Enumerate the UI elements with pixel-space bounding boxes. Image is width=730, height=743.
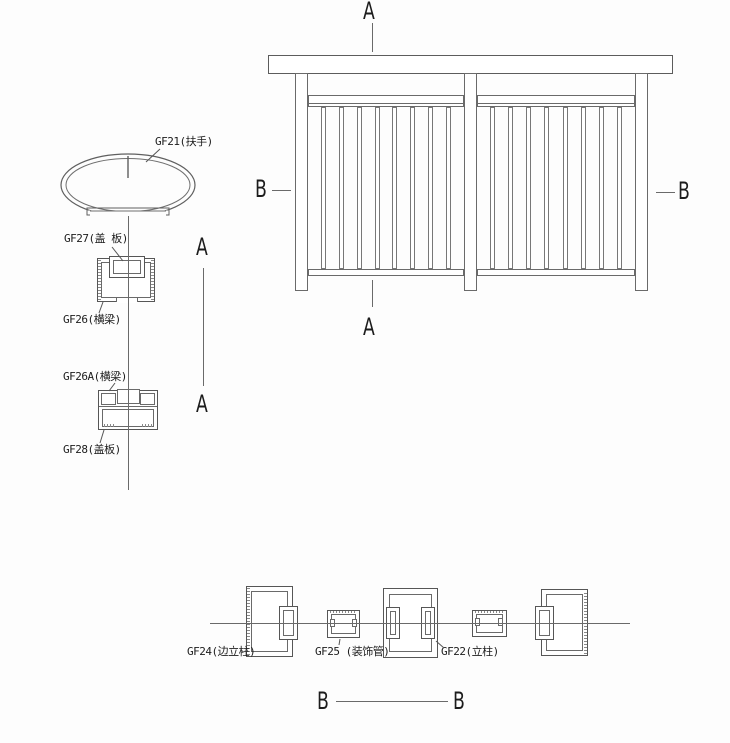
elevation-bottom-beam-left	[308, 269, 464, 276]
label-gf21: GF21(扶手)	[155, 135, 213, 148]
baluster	[428, 107, 434, 269]
section-b-left-dash	[272, 190, 291, 191]
baluster	[562, 107, 568, 269]
profile-a-bottom-letter: A	[196, 390, 208, 418]
plan-centerline	[210, 623, 630, 624]
section-a-top-letter: A	[363, 0, 375, 25]
baluster	[392, 107, 398, 269]
label-gf26: GF26(横梁)	[63, 313, 121, 326]
profile-a-top-letter: A	[196, 233, 208, 261]
baluster	[410, 107, 416, 269]
baluster	[320, 107, 326, 269]
section-b-right-letter: B	[678, 177, 690, 205]
plan-b-right-letter: B	[453, 687, 465, 715]
elevation-upper-beam-right-line	[477, 103, 635, 104]
baluster	[374, 107, 380, 269]
plan-b-line	[336, 701, 448, 702]
label-gf24: GF24(边立柱)	[187, 645, 256, 658]
baluster	[446, 107, 451, 269]
elevation-upper-beam-left	[308, 95, 464, 107]
section-a-top-line	[372, 23, 373, 52]
section-b-left-letter: B	[255, 175, 267, 203]
elevation-post-middle	[464, 73, 477, 291]
baluster-row-left	[308, 107, 464, 269]
section-b-right-dash	[656, 192, 675, 193]
baluster-row-right	[477, 107, 635, 269]
elevation-upper-beam-right	[477, 95, 635, 107]
baluster	[616, 107, 622, 269]
label-gf28: GF28(盖板)	[63, 443, 121, 456]
section-a-bottom-line	[372, 280, 373, 307]
plan-b-left-letter: B	[317, 687, 329, 715]
label-gf27: GF27(盖 板)	[64, 232, 128, 245]
elevation-bottom-beam-right	[477, 269, 635, 276]
handrail-profile-drawing	[56, 153, 204, 221]
baluster	[338, 107, 344, 269]
profile-a-line	[203, 268, 204, 386]
label-gf25: GF25 (装饰管)	[315, 645, 390, 658]
section-a-bottom-letter: A	[363, 313, 375, 341]
elevation-post-right	[635, 73, 648, 291]
elevation-post-left	[295, 73, 308, 291]
label-gf26a: GF26A(横梁)	[63, 370, 127, 383]
gf26a-corner-right	[140, 393, 155, 405]
baluster	[544, 107, 550, 269]
baluster	[356, 107, 362, 269]
elevation-handrail	[268, 55, 673, 74]
label-gf22: GF22(立柱)	[441, 645, 499, 658]
gf26a-corner-left	[101, 393, 116, 405]
profile-centerline	[128, 216, 129, 490]
baluster	[490, 107, 496, 269]
elevation-upper-beam-left-line	[308, 103, 464, 104]
baluster	[526, 107, 532, 269]
baluster	[580, 107, 586, 269]
baluster	[508, 107, 514, 269]
baluster	[598, 107, 604, 269]
